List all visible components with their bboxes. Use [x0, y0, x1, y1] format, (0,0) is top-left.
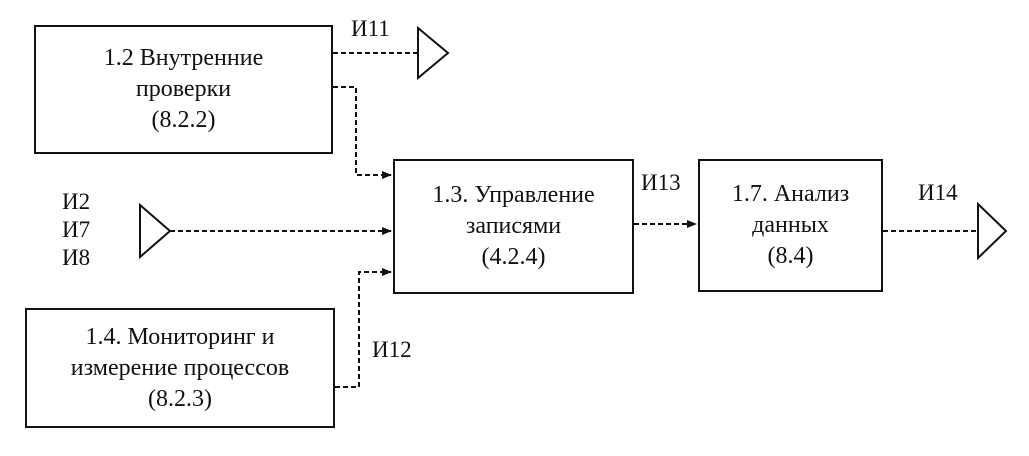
data-analysis-box: 1.7. Анализ данных (8.4)	[698, 159, 883, 292]
internal-audits-subtitle: проверки	[135, 76, 232, 102]
monitoring-subtitle: измерение процессов	[70, 354, 290, 381]
flow-label-i12: И12	[372, 337, 412, 362]
monitoring-clause: (8.2.3)	[148, 385, 212, 412]
records-management-title: 1.3. Управление	[432, 182, 595, 208]
i11-output-triangle	[417, 25, 450, 81]
internal-audits-title: 1.2 Внутренние	[103, 45, 264, 71]
flow-label-i8: И8	[62, 245, 91, 270]
monitoring-to-records-connector	[335, 268, 392, 388]
data-analysis-title: 1.7. Анализ	[731, 181, 850, 207]
flow-label-i13: И13	[641, 170, 681, 195]
data-analysis-subtitle: данных	[752, 212, 829, 238]
flow-label-i7: И7	[62, 217, 91, 242]
internal-audits-box: 1.2 Внутренние проверки (8.2.2)	[34, 25, 333, 154]
flow-label-i2: И2	[62, 189, 91, 214]
flow-label-i11: И11	[351, 16, 390, 41]
input-flow-labels: И2 И7 И8	[62, 188, 90, 272]
records-management-box: 1.3. Управление записями (4.2.4)	[393, 159, 634, 294]
data-analysis-clause: (8.4)	[767, 243, 814, 269]
audits-to-records-connector	[333, 86, 392, 179]
i14-output-triangle	[977, 201, 1008, 261]
flow-label-i14: И14	[918, 180, 958, 205]
records-management-clause: (4.2.4)	[481, 244, 546, 270]
inputs-source-triangle	[139, 202, 172, 260]
records-management-subtitle: записями	[465, 213, 562, 239]
monitoring-measurement-box: 1.4. Мониторинг и измерение процессов (8…	[25, 308, 335, 428]
monitoring-title: 1.4. Мониторинг и	[85, 323, 275, 350]
internal-audits-clause: (8.2.2)	[151, 107, 216, 133]
